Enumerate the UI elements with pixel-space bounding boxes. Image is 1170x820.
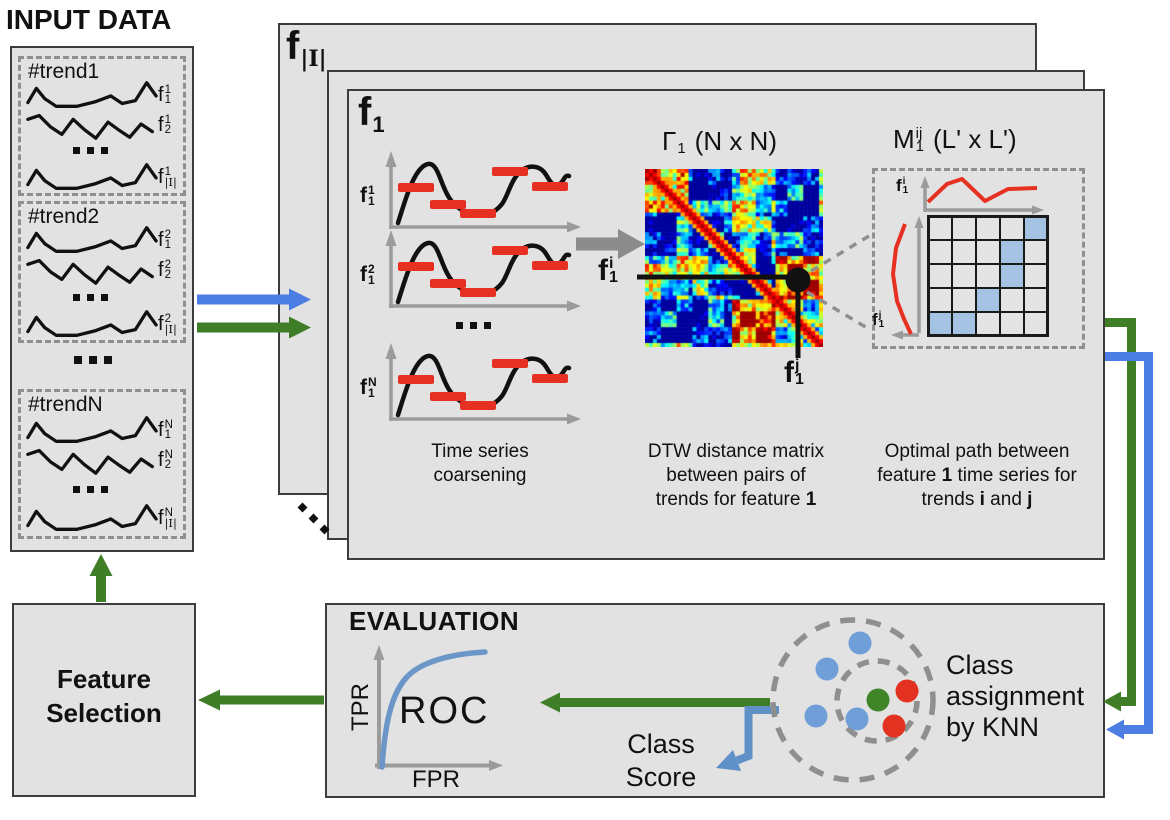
path-cell — [929, 217, 951, 239]
trend-name: #trendN — [28, 393, 103, 416]
trend-name: #trend2 — [28, 205, 100, 228]
path-cell — [953, 265, 975, 287]
path-cell — [977, 265, 999, 287]
evaluation-title: EVALUATION — [349, 606, 520, 636]
path-cell-on — [1025, 217, 1047, 239]
feature-selection-to-input-arrow — [89, 554, 113, 602]
path-cell — [929, 289, 951, 311]
stack-ellipsis-dots — [297, 502, 330, 535]
path-cell — [1001, 289, 1023, 311]
ellipsis-dots — [456, 322, 491, 329]
path-cell-on — [1001, 265, 1023, 287]
time-series-squiggle — [26, 504, 158, 531]
tpr-axis-label: TPR — [347, 683, 374, 731]
path-cell — [977, 313, 999, 335]
path-cell — [929, 265, 951, 287]
path-cell — [953, 289, 975, 311]
path-cell — [1025, 313, 1047, 335]
path-cell — [1025, 289, 1047, 311]
ellipsis-dots — [74, 356, 112, 364]
path-cell — [1001, 217, 1023, 239]
optimal-path-grid — [927, 215, 1049, 337]
path-cell-on — [929, 313, 951, 335]
trend-name: #trend1 — [28, 60, 100, 83]
path-cell — [929, 241, 951, 263]
dtw-caption: DTW distance matrix between pairs of tre… — [647, 441, 825, 510]
time-series-squiggle — [26, 310, 158, 337]
class-score-label: Class Score — [625, 729, 697, 792]
time-series-squiggle — [26, 448, 154, 475]
optimal-path-dashed-box — [872, 168, 1085, 349]
path-cell — [977, 217, 999, 239]
input-data-title: INPUT DATA — [6, 4, 172, 35]
path-cell-on — [953, 313, 975, 335]
path-cell — [1025, 265, 1047, 287]
path-cell — [977, 241, 999, 263]
fpr-axis-label: FPR — [412, 766, 460, 793]
path-cell — [953, 241, 975, 263]
time-series-squiggle — [26, 113, 154, 140]
f-label: f — [158, 83, 164, 106]
knn-caption: Class assignment by KNN — [946, 650, 1085, 742]
panel-label-f-I: f|I| — [286, 24, 327, 72]
ellipsis-dots — [73, 486, 108, 493]
dtw-distance-heatmap — [645, 169, 823, 347]
ellipsis-dots — [73, 294, 108, 301]
stack-to-knn-blue-route — [1105, 352, 1153, 740]
path-cell — [1001, 313, 1023, 335]
time-series-squiggle — [26, 163, 158, 190]
optimal-path-caption: Optimal path between feature 1 time seri… — [877, 441, 1077, 510]
path-cell — [953, 217, 975, 239]
roc-label: ROC — [399, 690, 490, 732]
coarsening-caption: Time series coarsening — [431, 441, 529, 486]
feature-selection-label: Feature Selection — [46, 664, 162, 728]
stack-to-knn-green-route — [1103, 318, 1136, 712]
ellipsis-dots — [73, 147, 108, 154]
time-series-squiggle — [26, 258, 154, 285]
path-cell-on — [1001, 241, 1023, 263]
evaluation-to-feature-selection-arrow — [198, 689, 324, 711]
path-cell — [1025, 241, 1047, 263]
feature-selection-box — [12, 603, 196, 797]
path-cell-on — [977, 289, 999, 311]
